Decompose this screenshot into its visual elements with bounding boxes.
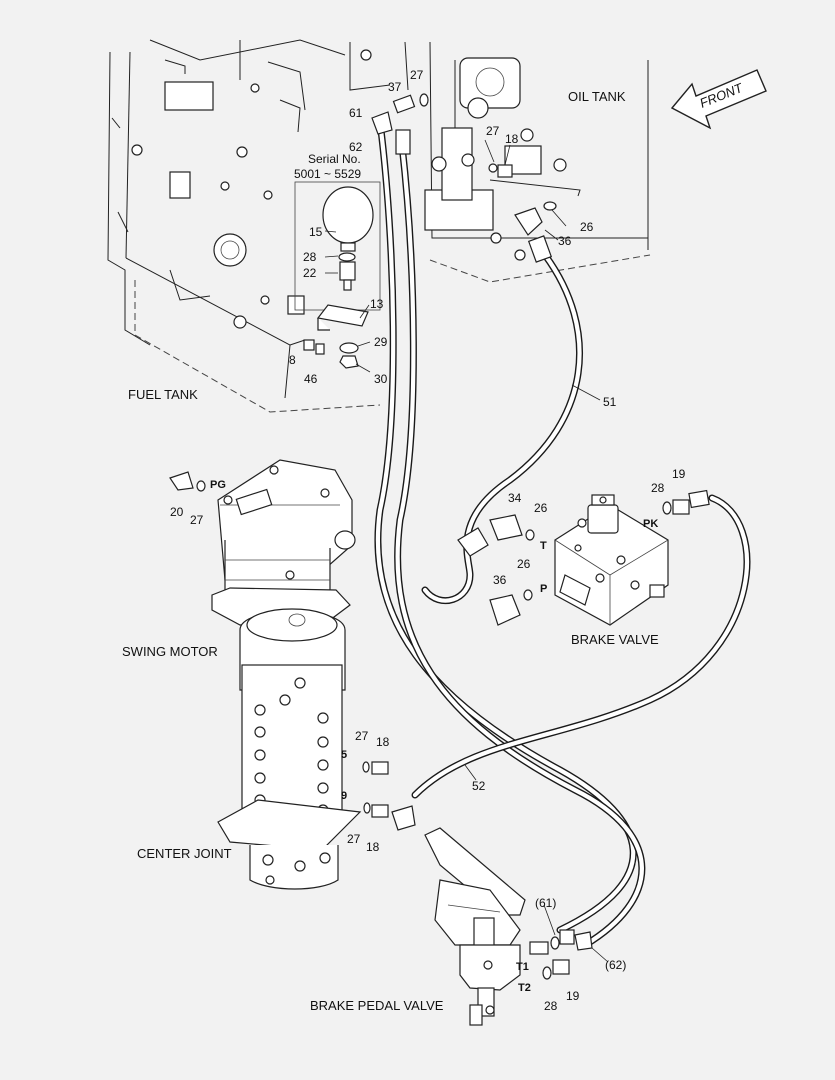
callout-27-pg: 27 <box>190 513 204 527</box>
serial-range-label: 5001 ~ 5529 <box>294 167 361 181</box>
callout-18-oil: 18 <box>505 132 519 146</box>
callout-13: 13 <box>370 297 384 311</box>
callout-28-pk: 28 <box>651 481 665 495</box>
port-cj9: 9 <box>341 790 347 802</box>
swing-motor-label: SWING MOTOR <box>122 644 218 659</box>
callout-22: 22 <box>303 266 317 280</box>
callout-15: 15 <box>309 225 323 239</box>
callout-27-oil: 27 <box>486 124 500 138</box>
callout-61: 61 <box>349 106 363 120</box>
callout-28-acc: 28 <box>303 250 317 264</box>
port-pg: PG <box>210 479 226 491</box>
port-t: T <box>540 540 547 552</box>
brake-pedal-valve-label: BRAKE PEDAL VALVE <box>310 998 444 1013</box>
serial-no-label: Serial No. <box>308 152 361 166</box>
fittings <box>169 93 710 980</box>
callout-36-p: 36 <box>493 573 507 587</box>
callout-62: 62 <box>349 140 363 154</box>
callout-62-paren: (62) <box>605 958 626 972</box>
callout-30: 30 <box>374 372 388 386</box>
fuel-tank-drawing <box>107 39 381 413</box>
swing-motor-drawing <box>211 459 356 626</box>
oil-tank-label: OIL TANK <box>568 89 626 104</box>
callout-34: 34 <box>508 491 522 505</box>
callout-61-paren: (61) <box>535 896 556 910</box>
callout-19-bp: 19 <box>566 989 580 1003</box>
fuel-tank-label: FUEL TANK <box>128 387 198 402</box>
brake-valve-drawing <box>554 494 669 626</box>
callout-numbers: 37 27 61 62 27 18 26 36 15 28 22 13 8 29… <box>170 68 686 1013</box>
leader-lines <box>324 139 609 963</box>
callout-26-p: 26 <box>517 557 531 571</box>
callout-51: 51 <box>603 395 617 409</box>
port-pk: PK <box>643 518 658 530</box>
port-t2: T2 <box>518 982 531 994</box>
callout-27-cj5: 27 <box>355 729 369 743</box>
callout-29: 29 <box>374 335 388 349</box>
center-joint-label: CENTER JOINT <box>137 846 232 861</box>
callout-36-oil: 36 <box>558 234 572 248</box>
hoses <box>374 118 751 949</box>
callout-18-cj9: 18 <box>366 840 380 854</box>
callout-46: 46 <box>304 372 318 386</box>
callout-52: 52 <box>472 779 486 793</box>
accumulator-group: Serial No. 5001 ~ 5529 <box>294 152 381 369</box>
callout-19-pk: 19 <box>672 467 686 481</box>
callout-37: 37 <box>388 80 402 94</box>
front-arrow-icon: FRONT <box>670 69 767 130</box>
oil-tank-drawing <box>349 41 651 283</box>
callout-8: 8 <box>289 353 296 367</box>
callout-27-cj9: 27 <box>347 832 361 846</box>
brake-pedal-valve-drawing <box>424 827 526 1026</box>
callout-28-bp: 28 <box>544 999 558 1013</box>
port-cj5: 5 <box>341 749 347 761</box>
port-p: P <box>540 583 547 595</box>
callout-26-t: 26 <box>534 501 548 515</box>
brake-valve-label: BRAKE VALVE <box>571 632 659 647</box>
port-t1: T1 <box>516 961 529 973</box>
callout-26-oil: 26 <box>580 220 594 234</box>
callout-18-cj5: 18 <box>376 735 390 749</box>
callout-27-top: 27 <box>410 68 424 82</box>
center-joint-drawing <box>217 608 362 890</box>
callout-20: 20 <box>170 505 184 519</box>
